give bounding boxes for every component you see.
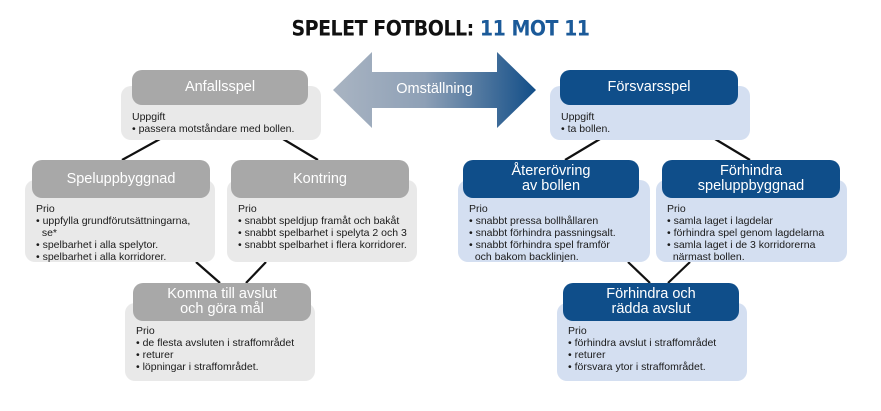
defense-item: • ta bollen. bbox=[561, 123, 611, 135]
prevent-build-item: • samla laget i de 3 korridorerna bbox=[667, 239, 816, 251]
finish-item: • de flesta avsluten i straffområdet bbox=[136, 337, 295, 349]
prevent-finish-item: • förhindra avslut i straffområdet bbox=[568, 337, 717, 349]
counter-item: • snabbt speldjup framåt och bakåt bbox=[238, 215, 400, 227]
prevent-finish-label: Prio bbox=[568, 325, 587, 337]
recover-item: • snabbt pressa bollhållaren bbox=[469, 215, 599, 227]
build-item: se* bbox=[36, 227, 58, 239]
build-item: • spelbarhet i alla korridorer. bbox=[36, 251, 167, 263]
line-defense-prevent bbox=[714, 138, 751, 161]
line-recover-prevfinish bbox=[627, 261, 651, 284]
line-attack-build bbox=[121, 138, 161, 161]
prevent-finish-item: • returer bbox=[568, 349, 606, 361]
prevent-build-item: närmast bollen. bbox=[667, 251, 745, 263]
build-heading: Speluppbyggnad bbox=[32, 160, 210, 198]
prevent-build-item: • samla laget i lagdelar bbox=[667, 215, 773, 227]
prevent-finish-panel: Prio • förhindra avslut i straffområdet … bbox=[557, 303, 747, 381]
build-label: Prio bbox=[36, 203, 55, 215]
line-defense-recover bbox=[564, 138, 601, 161]
prevent-build-item: • förhindra spel genom lagdelarna bbox=[667, 227, 825, 239]
finish-item: • löpningar i straffområdet. bbox=[136, 361, 259, 373]
prevent-finish-heading: Förhindra och rädda avslut bbox=[563, 283, 739, 321]
counter-item: • snabbt spelbarhet i spelyta 2 och 3 bbox=[238, 227, 407, 239]
attack-label: Uppgift bbox=[132, 111, 166, 123]
recover-item: och bakom backlinjen. bbox=[469, 251, 579, 263]
prevent-finish-item: • försvara ytor i straffområdet. bbox=[568, 361, 706, 373]
recover-heading: Återerövring av bollen bbox=[463, 160, 639, 198]
line-prevent-prevfinish bbox=[667, 261, 691, 284]
counter-item: • snabbt spelbarhet i flera korridorer. bbox=[238, 239, 407, 251]
page-title: SPELET FOTBOLL: 11 MOT 11 bbox=[0, 17, 881, 41]
defense-label: Uppgift bbox=[561, 111, 595, 123]
finish-label: Prio bbox=[136, 325, 155, 337]
arrow-label: Omställning bbox=[396, 81, 473, 97]
recover-item: • snabbt förhindra spel framför bbox=[469, 239, 610, 251]
attack-item: • passera motståndare med bollen. bbox=[132, 123, 295, 135]
counter-label: Prio bbox=[238, 203, 257, 215]
title-part2: 11 MOT 11 bbox=[479, 16, 590, 42]
recover-label: Prio bbox=[469, 203, 488, 215]
line-counter-finish bbox=[245, 261, 267, 284]
line-build-finish bbox=[195, 261, 221, 284]
line-attack-counter bbox=[282, 138, 319, 161]
finish-heading: Komma till avslut och göra mål bbox=[133, 283, 311, 321]
build-item: • spelbarhet i alla spelytor. bbox=[36, 239, 159, 251]
finish-item: • returer bbox=[136, 349, 174, 361]
counter-heading: Kontring bbox=[231, 160, 409, 198]
attack-heading: Anfallsspel bbox=[132, 70, 308, 105]
build-item: • uppfylla grundförutsättningarna, bbox=[36, 215, 191, 227]
title-part1: SPELET FOTBOLL: bbox=[291, 16, 474, 42]
defense-heading: Försvarsspel bbox=[560, 70, 738, 105]
prevent-build-label: Prio bbox=[667, 203, 686, 215]
transition-arrow bbox=[333, 52, 536, 128]
prevent-build-heading: Förhindra speluppbyggnad bbox=[662, 160, 840, 198]
recover-item: • snabbt förhindra passningsalt. bbox=[469, 227, 616, 239]
